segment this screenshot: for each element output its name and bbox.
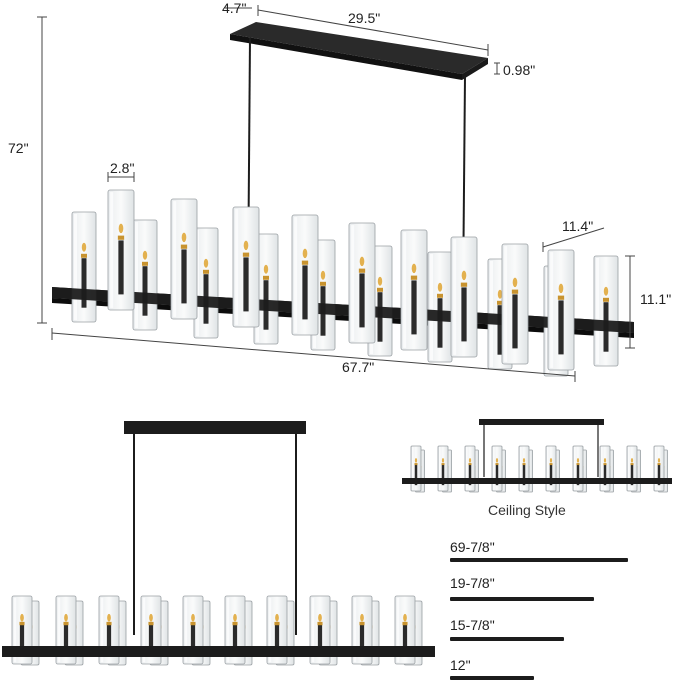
glass-shade bbox=[518, 445, 530, 492]
canopy-height-label: 0.98" bbox=[503, 62, 536, 78]
rod-option-bar bbox=[450, 637, 564, 641]
glass-shade bbox=[572, 445, 584, 492]
glass-shade bbox=[107, 189, 135, 311]
front-view-chandelier bbox=[2, 421, 435, 666]
glass-shade bbox=[464, 445, 476, 492]
glass-shade bbox=[437, 445, 449, 492]
glass-shade bbox=[170, 198, 198, 320]
rod-option-bar bbox=[450, 597, 595, 601]
dimension-lines bbox=[37, 5, 635, 382]
rod-option-label: 12" bbox=[450, 657, 471, 673]
rod-option-label: 19-7/8" bbox=[450, 575, 495, 591]
glass-shade bbox=[71, 211, 97, 323]
glass-shade bbox=[291, 214, 319, 336]
glass-shade bbox=[450, 236, 478, 358]
glass-shade bbox=[599, 445, 611, 492]
depth-label: 4.7" bbox=[222, 0, 247, 16]
rod-option-label: 69-7/8" bbox=[450, 539, 495, 555]
rod-option-bar bbox=[450, 676, 534, 680]
glass-shade bbox=[491, 445, 503, 492]
glass-shade bbox=[232, 206, 260, 328]
front-bar bbox=[2, 646, 435, 657]
shade-diameter-label: 2.8" bbox=[110, 160, 135, 176]
ceiling-canopy bbox=[479, 419, 604, 425]
canopy-plate bbox=[230, 22, 488, 74]
rod-option-bar bbox=[450, 558, 628, 562]
ceiling-style-caption: Ceiling Style bbox=[488, 502, 566, 518]
overall-length-label: 67.7" bbox=[342, 359, 375, 375]
glass-shade bbox=[410, 445, 422, 492]
glass-shade bbox=[427, 251, 453, 363]
rod-option-label: 15-7/8" bbox=[450, 617, 495, 633]
main-lamps bbox=[52, 189, 634, 377]
glass-shade bbox=[348, 222, 376, 344]
fixture-depth-label: 11.4" bbox=[562, 218, 594, 234]
front-canopy bbox=[124, 421, 306, 434]
canopy-length-label: 29.5" bbox=[348, 10, 381, 26]
glass-shade bbox=[545, 445, 557, 492]
main-chandelier bbox=[230, 22, 488, 301]
glass-shade bbox=[653, 445, 665, 492]
glass-shade bbox=[193, 227, 219, 339]
glass-shade bbox=[626, 445, 638, 492]
glass-shade bbox=[593, 255, 619, 367]
glass-shade bbox=[400, 229, 428, 351]
glass-shade bbox=[132, 219, 158, 331]
ceiling-bar bbox=[402, 478, 672, 484]
fixture-height-label: 11.1" bbox=[640, 291, 672, 307]
glass-shade bbox=[501, 243, 529, 365]
glass-shade bbox=[547, 249, 575, 371]
ceiling-style-chandelier bbox=[402, 419, 672, 493]
overall-height-label: 72" bbox=[8, 140, 29, 156]
